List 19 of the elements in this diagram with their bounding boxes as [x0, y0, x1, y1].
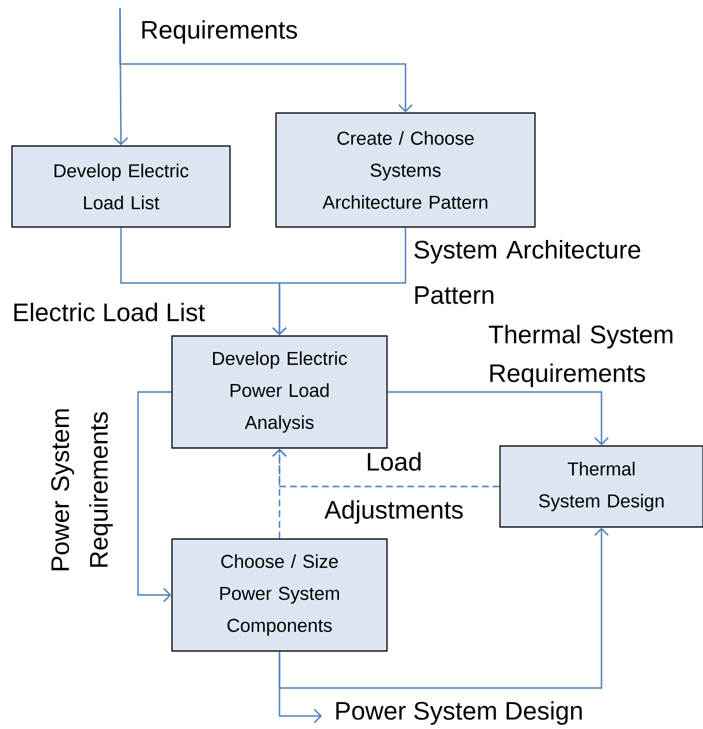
- process-box: Choose / Size Power System Components: [171, 538, 388, 652]
- edge-label: Thermal System Requirements: [488, 324, 672, 388]
- arrow: [278, 652, 322, 724]
- arrow: [119, 8, 413, 112]
- edge-label: Requirements: [142, 20, 298, 44]
- arrow: [272, 448, 287, 538]
- arrow: [272, 228, 406, 336]
- edge-label: Power System Requirements: [51, 409, 113, 570]
- process-box: Develop Electric Load List: [11, 145, 231, 228]
- edge-label: Electric Load List: [14, 302, 205, 322]
- arrow: [278, 528, 609, 689]
- edge-label: System Architecture Pattern: [414, 240, 640, 304]
- process-box: Thermal System Design: [499, 445, 703, 528]
- process-box: Develop Electric Power Load Analysis: [171, 335, 388, 449]
- edge-label: Load Adjustments: [324, 452, 463, 524]
- edge-label: Power System Design: [336, 701, 582, 725]
- arrow: [137, 391, 172, 602]
- arrow: [388, 391, 609, 446]
- process-box: Create / Choose Systems Architecture Pattern: [275, 112, 536, 228]
